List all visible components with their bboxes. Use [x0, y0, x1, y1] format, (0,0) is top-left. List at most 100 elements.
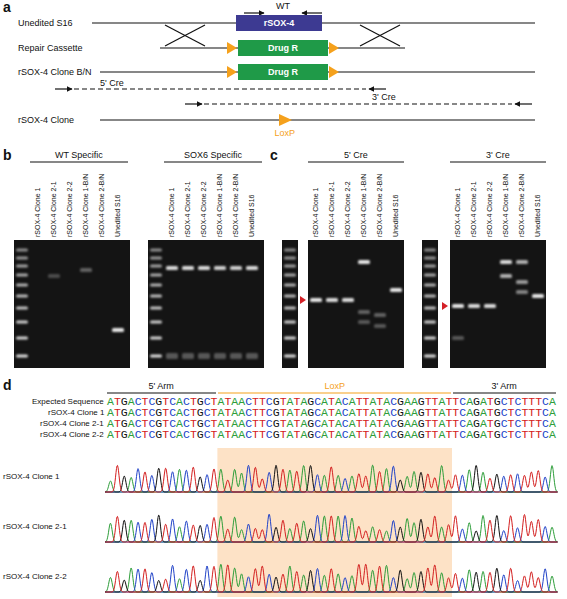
cassette-box: Drug R: [238, 40, 328, 56]
primer-label: 3' Cre: [372, 92, 396, 102]
base-letter: T: [487, 428, 494, 441]
lane-label: rSOX-4 Clone 1-B/N: [82, 174, 90, 237]
gel-image: [14, 240, 130, 368]
gel-title: 5' Cre: [344, 150, 368, 160]
base-letter: T: [508, 428, 515, 441]
gel-band: [500, 260, 512, 264]
gel-band: [516, 260, 528, 264]
base-letter: T: [535, 428, 542, 441]
gel-image: [450, 240, 546, 368]
gel-band: [500, 274, 512, 278]
lane-label: rSOX-4 Clone 2-B/N: [232, 174, 240, 237]
loxp-triangle: [279, 114, 292, 126]
base-letter: T: [425, 428, 432, 441]
gel-underline: [164, 161, 262, 162]
gel-band: [284, 321, 296, 324]
base-letter: A: [439, 428, 446, 441]
base-letter: T: [376, 428, 383, 441]
base-letter: C: [342, 428, 349, 441]
base-letter: T: [432, 428, 439, 441]
primer-arrow: [185, 103, 202, 104]
base-letter: A: [107, 428, 114, 441]
panel-letter: a: [3, 0, 11, 15]
base-letter: A: [480, 428, 487, 441]
base-letter: A: [549, 428, 556, 441]
base-letter: T: [142, 428, 149, 441]
dna-line: [100, 119, 535, 120]
sample-name: rSOX-4 Clone 1: [3, 472, 59, 482]
chromatogram-trace: [105, 465, 558, 492]
gel-band: [150, 284, 162, 287]
chromatogram-trace: [105, 515, 558, 542]
lane-label: rSOX-4 Clone 2-1: [184, 181, 192, 237]
gel-underline: [450, 161, 546, 162]
gel-band: [424, 355, 436, 358]
band-marker: [300, 296, 306, 304]
base-letter: T: [114, 428, 121, 441]
gel-image: [282, 240, 298, 368]
base-letter: C: [266, 428, 273, 441]
primer-label: 5' Cre: [100, 78, 124, 88]
base-letter: T: [356, 428, 363, 441]
lane-label: rSOX-4 Clone 2-2: [200, 181, 208, 237]
loxp-triangle: [329, 42, 339, 54]
chromatogram-trace: [105, 515, 558, 542]
gel-band: [16, 274, 28, 277]
lane-label: rSOX-4 Clone 2-2: [344, 181, 352, 237]
chromatogram-trace: [105, 465, 558, 492]
base-letter: A: [238, 428, 245, 441]
chromatogram-trace: [105, 564, 558, 592]
gel-band: [532, 294, 544, 298]
base-letter: C: [542, 428, 549, 441]
lane-label: rSOX-4 Clone 2-B/N: [98, 174, 106, 237]
chromatogram-trace: [105, 465, 558, 492]
base-letter: C: [245, 428, 252, 441]
loxp-highlight: [217, 448, 452, 597]
gel-band: [358, 320, 370, 324]
base-letter: C: [148, 428, 155, 441]
base-letter: A: [335, 428, 342, 441]
base-letter: G: [494, 428, 501, 441]
gel-band: [468, 304, 480, 308]
box-text: Drug R: [268, 67, 298, 78]
gel-band: [246, 266, 258, 270]
gel-band: [182, 266, 194, 270]
gel-band: [424, 274, 436, 277]
construct-label: Repair Cassette: [18, 43, 83, 53]
gel-band: [214, 266, 226, 270]
lane-label: rSOX-4 Clone 1: [168, 188, 176, 237]
gel-title: SOX6 Specific: [184, 150, 242, 160]
lane-label: Unedited S16: [248, 195, 256, 237]
sample-name: rSOX-4 Clone 2-2: [40, 429, 104, 440]
lane-label: rSOX-4 Clone 2-2: [66, 181, 74, 237]
lane-label: rSOX-4 Clone 2-B/N: [376, 174, 384, 237]
gel-band: [150, 265, 162, 268]
primer-arrow: [369, 88, 386, 89]
base-letter: C: [501, 428, 508, 441]
gel-band: [80, 268, 92, 272]
gel-title: WT Specific: [55, 150, 103, 160]
base-letter: A: [287, 428, 294, 441]
gel-band: [284, 274, 296, 277]
gel-band: [150, 321, 162, 324]
lane-label: rSOX-4 Clone 1: [312, 188, 320, 237]
base-letter: G: [473, 428, 480, 441]
gel-image: [422, 240, 438, 368]
sample-name: rSOX-4 Clone 1: [48, 407, 104, 418]
gel-band: [484, 304, 496, 308]
crossover: [360, 25, 400, 46]
gel-band: [150, 249, 162, 252]
chromatogram-trace: [105, 568, 558, 592]
base-letter: A: [321, 428, 328, 441]
base-letter: T: [280, 428, 287, 441]
gel-band: [326, 298, 338, 302]
gel-band: [424, 321, 436, 324]
base-letter: A: [404, 428, 411, 441]
box-text: Drug R: [268, 43, 298, 54]
gel-band: [246, 353, 258, 359]
lane-label: rSOX-4 Clone 2-1: [470, 181, 478, 237]
lane-label: Unedited S16: [114, 195, 122, 237]
base-letter: G: [121, 428, 128, 441]
gel-band: [516, 290, 528, 294]
gel-band: [424, 307, 436, 310]
